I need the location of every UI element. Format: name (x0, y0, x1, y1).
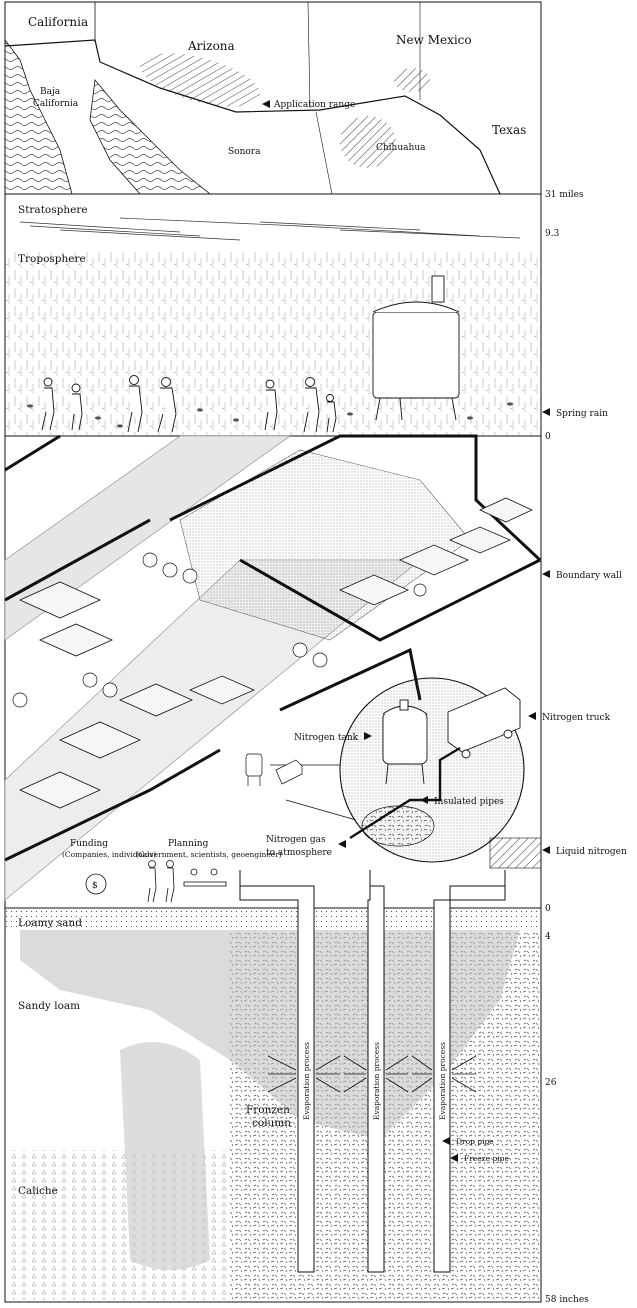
label-nitrogen-gas-2: to atmosphere (266, 848, 332, 858)
detail-truck (447, 687, 521, 759)
label-stratosphere: Stratosphere (18, 204, 88, 216)
label-funding-detail: (Companies, individuals) (62, 850, 156, 859)
scale-zero-ground: 0 (545, 904, 551, 914)
scale-4: 4 (545, 932, 551, 942)
frozen-column-shade (120, 1042, 210, 1270)
nitrogen-tank-arrow (364, 732, 372, 740)
scale-zero-atmos: 0 (545, 432, 551, 442)
label-troposphere: Troposphere (18, 253, 86, 265)
label-new-mexico: New Mexico (396, 33, 472, 47)
atmosphere-panel: Stratosphere Troposphere Spr (4, 193, 608, 437)
label-planning-detail: (Government, scientists, geoengineer) (136, 850, 282, 859)
label-frozen-column-2: column (252, 1117, 291, 1129)
application-range-newmexico (394, 68, 430, 92)
label-funding: Funding (70, 839, 108, 849)
application-range-chihuahua (340, 116, 396, 168)
boundary-wall-arrow (542, 570, 550, 578)
nitrogen-gas-arrow (338, 840, 346, 848)
label-insulated-pipes: Insulated pipes (434, 797, 504, 807)
az-nm-border (307, 1, 311, 109)
soil-panel: Evaporation process Evaporation process … (4, 870, 542, 1303)
nitrogen-truck-arrow (528, 712, 536, 720)
label-evaporation-2: Evaporation process (372, 1042, 381, 1120)
planning-people (147, 860, 227, 903)
label-evaporation-3: Evaporation process (438, 1042, 447, 1120)
label-planning: Planning (168, 839, 209, 849)
label-liquid-nitrogen: Liquid nitrogen (556, 847, 627, 857)
scale-9-3: 9.3 (545, 229, 560, 239)
evaporation-arrows (267, 1055, 477, 1093)
people-group (41, 375, 337, 433)
insulated-pipe-run (349, 746, 461, 840)
map-panel: California Arizona New Mexico Baja Calif… (4, 1, 542, 195)
liquid-nitrogen-block (489, 837, 542, 869)
houses (19, 497, 533, 809)
scene-tank (245, 753, 263, 786)
detail-tank (382, 699, 428, 785)
label-arizona: Arizona (187, 39, 235, 53)
label-caliche: Caliche (18, 1185, 58, 1197)
label-california: California (28, 15, 88, 29)
gravel-bed (361, 805, 435, 847)
detail-leader-2 (285, 799, 357, 821)
liquid-nitrogen-arrow (542, 846, 550, 854)
label-drop-pipe: Drop pipe (456, 1137, 494, 1146)
application-range-arrow (262, 100, 270, 108)
label-spring-rain: Spring rain (556, 409, 608, 419)
label-boundary-wall: Boundary wall (556, 571, 622, 581)
nitrogen-tank-elevation (372, 275, 460, 421)
label-freeze-pipe: Freeze pipe (464, 1154, 509, 1163)
freeze-pipes (239, 870, 506, 1273)
dollar-icon: $ (85, 873, 107, 895)
drop-pipe-arrow (442, 1137, 450, 1145)
map-frame (4, 1, 542, 195)
us-mexico-border (4, 39, 501, 195)
label-chihuahua: Chihuahua (376, 143, 426, 153)
stratosphere-streaks (19, 217, 521, 241)
insulated-pipes-arrow (420, 796, 428, 804)
label-baja-california-2: California (33, 99, 79, 109)
label-evaporation-1: Evaporation process (302, 1042, 311, 1120)
label-sandy-loam: Sandy loam (18, 1000, 80, 1012)
label-nitrogen-gas-1: Nitrogen gas (266, 835, 326, 845)
label-baja-california-1: Baja (40, 87, 61, 97)
sonora-chihuahua-border (315, 111, 333, 195)
loamy-sand-band (6, 909, 540, 931)
label-nitrogen-truck: Nitrogen truck (542, 713, 611, 723)
spring-rain-arrow (542, 408, 550, 416)
scale-26: 26 (545, 1078, 557, 1088)
label-application-range: Application range (273, 100, 355, 110)
pipe-text: Evaporation process Evaporation process … (302, 1042, 447, 1120)
scale-31-miles: 31 miles (545, 190, 584, 200)
scene-truck (275, 759, 303, 785)
city-panel: $ Boundary wall Nitrogen truck Nitrogen … (4, 434, 627, 909)
application-range-arizona (139, 53, 261, 107)
label-frozen-column-1: Fronzen (246, 1104, 290, 1116)
rain-puddles (27, 402, 513, 428)
svg-text:$: $ (92, 881, 98, 891)
label-nitrogen-tank: Nitrogen tank (294, 733, 359, 743)
scale-58-inches: 58 inches (545, 1295, 589, 1305)
label-texas: Texas (492, 123, 526, 137)
label-loamy-sand: Loamy sand (18, 917, 82, 929)
freeze-pipe-arrow (450, 1154, 458, 1162)
sandy-loam-shade (20, 930, 520, 1140)
scale-labels: 31 miles 9.3 0 0 4 26 58 inches (545, 190, 589, 1305)
label-sonora: Sonora (228, 147, 261, 157)
trees (12, 552, 427, 708)
